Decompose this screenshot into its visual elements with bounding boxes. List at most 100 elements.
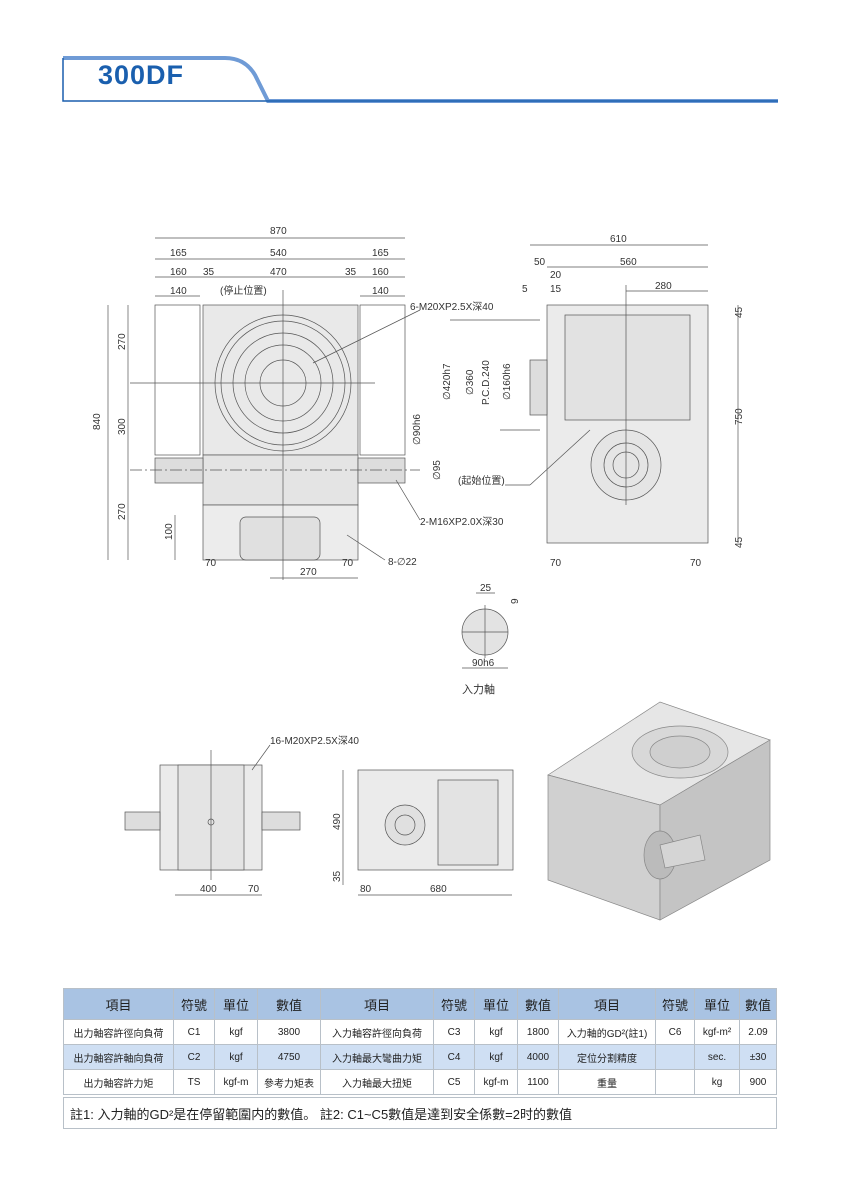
cell: C4 [433, 1044, 475, 1070]
header-tab [62, 56, 778, 103]
cell: 入力軸容許徑向負荷 [320, 1019, 434, 1045]
dim-label: 610 [610, 234, 627, 245]
input-shaft-caption: 入力軸 [462, 682, 495, 696]
col-header: 符號 [173, 988, 215, 1020]
dim-label: 9 [510, 598, 521, 604]
side-view-labels: 610 50 560 20 5 15 280 ∅420h7 ∅360 P.C.D… [442, 234, 745, 569]
dim-label: 140 [372, 286, 389, 297]
dim-label: 160 [372, 267, 389, 278]
col-header: 單位 [474, 988, 518, 1020]
note-row: 註1: 入力軸的GD²是在停留範圍内的數值。 註2: C1~C5數值是達到安全係… [63, 1094, 777, 1129]
cell [655, 1044, 695, 1070]
dim-label: 8-∅22 [388, 557, 417, 568]
cell [655, 1069, 695, 1097]
dim-label: 70 [550, 558, 562, 569]
dim-label: 540 [270, 248, 287, 259]
cell: C6 [655, 1019, 695, 1045]
dim-label: 280 [655, 281, 672, 292]
cell: 900 [739, 1069, 777, 1097]
dim-label: 840 [92, 413, 103, 430]
dim-label: (停止位置) [220, 284, 267, 297]
dim-label: 165 [170, 248, 187, 259]
cell: 出力軸容許軸向負荷 [63, 1044, 174, 1070]
cell: C3 [433, 1019, 475, 1045]
col-header: 項目 [63, 988, 174, 1020]
dim-label: 140 [170, 286, 187, 297]
dim-label: 70 [205, 558, 217, 569]
cell: 4000 [517, 1044, 559, 1070]
cell: kg [694, 1069, 740, 1097]
cell: C5 [433, 1069, 475, 1097]
front-view-labels: 870 165 540 165 160 35 470 35 160 140 14… [92, 226, 504, 578]
cell: 定位分割精度 [558, 1044, 656, 1070]
cell: 入力軸的GD²(註1) [558, 1019, 656, 1045]
col-header: 數值 [517, 988, 559, 1020]
rear-view [342, 769, 514, 896]
dim-label: 25 [480, 583, 492, 594]
dim-label: 35 [345, 267, 357, 278]
cell: 1100 [517, 1069, 559, 1097]
model-title: 300DF [98, 60, 185, 90]
dim-label: (起始位置) [458, 474, 505, 487]
dim-label: 2-M16XP2.0X深30 [420, 516, 504, 528]
dim-label: 6-M20XP2.5X深40 [410, 301, 494, 313]
table-note: 註1: 入力軸的GD²是在停留範圍内的數值。 註2: C1~C5數值是達到安全係… [63, 1094, 777, 1129]
dim-label: 20 [550, 270, 562, 281]
table-header-row: 項目 符號 單位 數值 項目 符號 單位 數值 項目 符號 單位 數值 [63, 988, 777, 1020]
dim-label: 80 [360, 884, 372, 895]
dim-label: 270 [117, 333, 128, 350]
cell: 入力軸最大彎曲力矩 [320, 1044, 434, 1070]
input-shaft-view [461, 592, 509, 669]
cell: kgf [474, 1044, 518, 1070]
dim-label: ∅420h7 [442, 363, 453, 400]
dim-label: 400 [200, 884, 217, 895]
cell: kgf [214, 1044, 258, 1070]
dim-label: 270 [300, 567, 317, 578]
dim-label: 160 [170, 267, 187, 278]
dim-label: 165 [372, 248, 389, 259]
dim-label: 470 [270, 267, 287, 278]
dim-label: 5 [522, 284, 528, 295]
spec-table: 項目 符號 單位 數值 項目 符號 單位 數值 項目 符號 單位 數值 出力軸容… [63, 988, 777, 1129]
dim-label: 45 [734, 536, 745, 548]
col-header: 單位 [214, 988, 258, 1020]
dim-label: 270 [117, 503, 128, 520]
cell: kgf [474, 1019, 518, 1045]
cell: kgf [214, 1019, 258, 1045]
dim-label: 870 [270, 226, 287, 237]
dim-label: 35 [203, 267, 215, 278]
dim-label: 50 [534, 257, 546, 268]
dim-label: 70 [690, 558, 702, 569]
dim-label: 45 [734, 306, 745, 318]
cell: 1800 [517, 1019, 559, 1045]
cell: 重量 [558, 1069, 656, 1097]
col-header: 數值 [257, 988, 321, 1020]
cell: kgf-m [214, 1069, 258, 1097]
dim-label: 680 [430, 884, 447, 895]
dim-label: 90h6 [472, 658, 495, 669]
front-view [107, 237, 421, 580]
cell: kgf-m [474, 1069, 518, 1097]
cell: 出力軸容許力矩 [63, 1069, 174, 1097]
cell: 出力軸容許徑向負荷 [63, 1019, 174, 1045]
col-header: 項目 [320, 988, 434, 1020]
cell: kgf-m² [694, 1019, 740, 1045]
cell: 入力軸最大扭矩 [320, 1069, 434, 1097]
dim-label: 300 [117, 418, 128, 435]
cell: C2 [173, 1044, 215, 1070]
cell: C1 [173, 1019, 215, 1045]
dim-label: 70 [342, 558, 354, 569]
dim-label: 560 [620, 257, 637, 268]
col-header: 單位 [694, 988, 740, 1020]
col-header: 符號 [655, 988, 695, 1020]
cell: 3800 [257, 1019, 321, 1045]
product-3d-render [547, 701, 771, 921]
dim-label: ∅360 [465, 369, 476, 395]
dim-label: ∅95 [432, 460, 443, 480]
cell: 參考力矩表 [257, 1069, 321, 1097]
dim-label: 100 [164, 523, 175, 540]
cell: ±30 [739, 1044, 777, 1070]
